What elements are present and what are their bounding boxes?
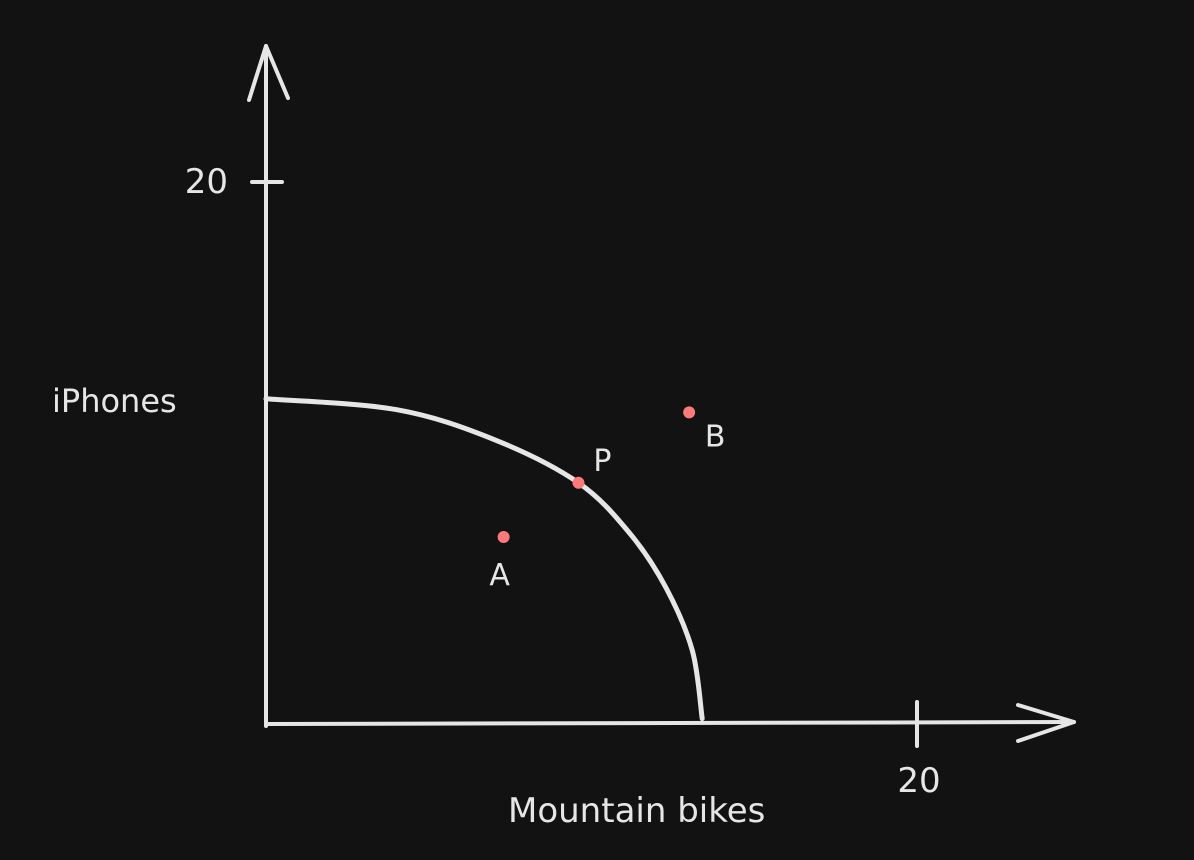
x-axis-line <box>264 720 1076 726</box>
ppf-curve <box>263 396 705 722</box>
point-b <box>683 406 696 419</box>
y-axis-arrowhead <box>247 44 290 102</box>
y-tick-label: 20 <box>185 162 228 202</box>
x-axis-arrowhead <box>1016 703 1076 743</box>
point-label-a: A <box>489 558 510 593</box>
points-layer: A P B <box>489 406 725 593</box>
point-label-b: B <box>705 419 726 454</box>
point-label-p: P <box>593 444 611 479</box>
point-a <box>497 531 510 544</box>
axes <box>247 44 1076 748</box>
point-p <box>572 476 585 489</box>
x-tick-label: 20 <box>897 761 940 801</box>
x-axis-title: Mountain bikes <box>508 791 765 831</box>
y-axis-title: iPhones <box>52 382 177 420</box>
